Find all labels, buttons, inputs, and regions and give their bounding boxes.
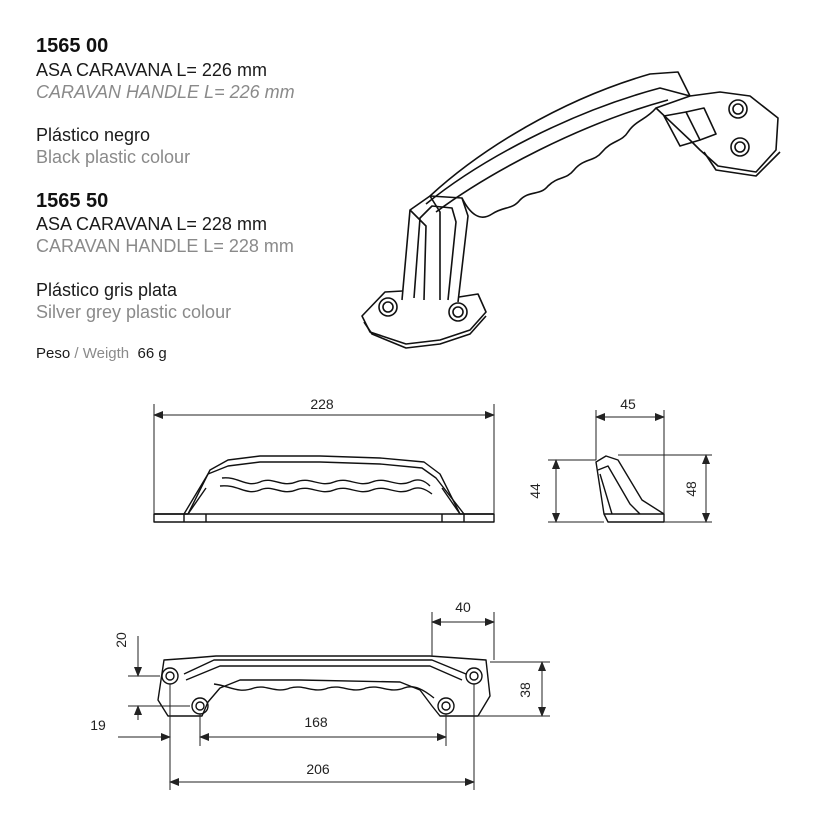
front-view <box>153 455 495 523</box>
product-name-es-2: ASA CARAVANA L= 228 mm <box>36 214 267 234</box>
dim-overall-label: 206 <box>306 761 330 777</box>
top-view <box>157 655 491 717</box>
material-en-1: Black plastic colour <box>36 147 191 167</box>
product-name-en-2: CARAVAN HANDLE L= 228 mm <box>36 236 294 256</box>
dim-hole-margin-label: 19 <box>90 717 106 733</box>
weight-label-es: Peso <box>36 345 71 362</box>
dim-front-length <box>153 404 495 514</box>
dim-top-depth-label: 40 <box>455 599 471 615</box>
dim-side-inner-label: 44 <box>527 483 543 499</box>
dim-side-depth-label: 45 <box>620 396 636 412</box>
product-name-es-1: ASA CARAVANA L= 226 mm <box>36 60 267 80</box>
dim-hole-spacing-label: 168 <box>304 714 328 730</box>
material-en-2: Silver grey plastic colour <box>36 302 232 322</box>
dim-top-height-label: 38 <box>517 682 533 698</box>
perspective-view <box>361 71 781 349</box>
dim-front-length-label: 228 <box>310 396 334 412</box>
weight-label-en: Weigth <box>82 345 130 362</box>
material-es-1: Plástico negro <box>36 125 151 145</box>
product-name-en-1: CARAVAN HANDLE L= 226 mm <box>36 82 295 102</box>
weight-value: 66 g <box>137 345 167 362</box>
product-code-2: 1565 50 <box>36 190 109 212</box>
weight-line: Peso / Weigth 66 g <box>36 346 167 361</box>
product-code-1: 1565 00 <box>36 35 109 57</box>
dim-side <box>548 410 712 523</box>
side-view <box>595 455 665 523</box>
dim-top-offset-label: 20 <box>113 632 129 648</box>
material-es-2: Plástico gris plata <box>36 280 178 300</box>
weight-separator: / <box>70 345 83 362</box>
dim-side-outer-label: 48 <box>683 481 699 497</box>
dim-top <box>118 612 550 790</box>
